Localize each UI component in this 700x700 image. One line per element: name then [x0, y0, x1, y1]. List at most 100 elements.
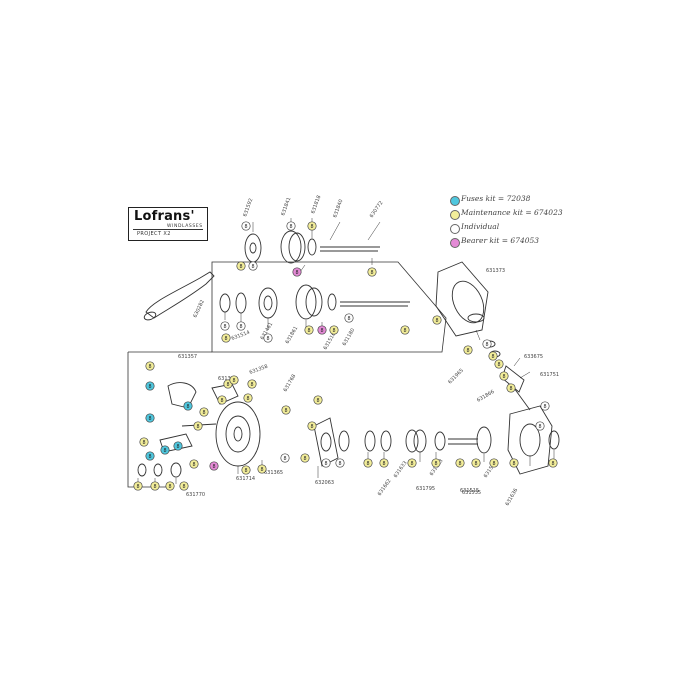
- callout-circle: [229, 375, 239, 385]
- brake-drum-hub: [233, 426, 243, 442]
- callout-circle: [179, 481, 189, 491]
- leader-lines: [137, 218, 555, 484]
- part-callout-maintenance: 8: [229, 375, 239, 385]
- callout-number: 8: [332, 328, 335, 334]
- bottom-gear: [476, 426, 492, 454]
- callout-circle: [263, 333, 273, 343]
- brake-drum-inner: [225, 415, 251, 453]
- part-callout-maintenance: 8: [431, 458, 441, 468]
- callout-circle: [321, 458, 331, 468]
- part-callout-maintenance: 8: [300, 453, 310, 463]
- part-number-label: 631535: [462, 490, 481, 496]
- callout-number: 8: [512, 461, 515, 467]
- callout-number: 8: [142, 440, 145, 446]
- legend-row-bearer: Bearer kit = 674053: [448, 235, 588, 249]
- callout-circle: [317, 325, 327, 335]
- motor-flange: [467, 313, 485, 323]
- part-callout-maintenance: 8: [548, 458, 558, 468]
- part-callout-maintenance: 8: [379, 458, 389, 468]
- callout-circle: [220, 321, 230, 331]
- callout-number: 8: [509, 386, 512, 392]
- part-callout-maintenance: 8: [488, 351, 498, 361]
- callout-number: 8: [148, 454, 151, 460]
- brand-logo: Lofrans': [134, 209, 195, 224]
- callout-circle: [535, 421, 545, 431]
- callout-circle: [304, 325, 314, 335]
- part-callout-individual: 8: [248, 261, 258, 271]
- mid-bearing-inner: [263, 295, 273, 311]
- part-callout-maintenance: 8: [367, 267, 377, 277]
- part-callout-fuse: 8: [145, 381, 155, 391]
- part-callout-maintenance: 8: [463, 345, 473, 355]
- top-disc: [244, 233, 262, 263]
- part-callout-individual: 8: [286, 221, 296, 231]
- callout-number: 8: [226, 382, 229, 388]
- mid-washer-c: [327, 293, 337, 311]
- part-callout-individual: 8: [263, 333, 273, 343]
- legend-label: Bearer kit = 674053: [461, 236, 540, 245]
- callout-number: 8: [538, 424, 541, 430]
- part-callout-individual: 8: [344, 313, 354, 323]
- callout-number: 8: [148, 384, 151, 390]
- callout-number: 8: [153, 484, 156, 490]
- part-callout-maintenance: 8: [313, 395, 323, 405]
- bottom-ring-d: [405, 429, 419, 453]
- part-number-label: 631714: [236, 476, 255, 482]
- bottom-ring-a: [338, 430, 350, 452]
- legend-swatch: [450, 238, 460, 248]
- part-callout-maintenance: 8: [400, 325, 410, 335]
- callout-number: 8: [220, 398, 223, 404]
- upper-frame-outline: [211, 261, 447, 353]
- part-callout-maintenance: 8: [217, 395, 227, 405]
- legend-swatch: [450, 210, 460, 220]
- part-callout-individual: 8: [220, 321, 230, 331]
- part-number-label: 630772: [369, 200, 385, 219]
- callout-circle: [248, 261, 258, 271]
- callout-number: 8: [250, 382, 253, 388]
- callout-circle: [173, 441, 183, 451]
- bottom-ring-e: [413, 429, 427, 453]
- part-number-label: 631768: [283, 373, 298, 393]
- part-number-label: 631362: [218, 376, 237, 382]
- callout-number: 8: [244, 224, 247, 230]
- callout-circle: [145, 451, 155, 461]
- brake-drum: [215, 401, 261, 467]
- callout-number: 8: [551, 461, 554, 467]
- part-callout-maintenance: 8: [455, 458, 465, 468]
- part-number-label: 631514: [231, 330, 251, 342]
- callout-number: 8: [295, 270, 298, 276]
- callout-number: 8: [485, 342, 488, 348]
- callout-number: 8: [492, 461, 495, 467]
- part-number-label: 631592: [242, 198, 254, 218]
- part-number-label: 631751: [540, 372, 559, 378]
- callout-circle: [221, 333, 231, 343]
- kit-legend: Fuses kit = 72038 Maintenance kit = 6740…: [448, 193, 588, 249]
- part-number-label: 631636: [505, 487, 520, 507]
- gearbox-housing: [507, 405, 553, 475]
- legend-row-fuses: Fuses kit = 72038: [448, 193, 588, 207]
- bottom-ring-f: [434, 431, 446, 451]
- callout-circle: [313, 395, 323, 405]
- part-callout-bearer: 8: [317, 325, 327, 335]
- part-callout-maintenance: 8: [281, 405, 291, 415]
- part-callout-maintenance: 8: [179, 481, 189, 491]
- part-callout-bearer: 8: [209, 461, 219, 471]
- callout-number: 8: [434, 461, 437, 467]
- callout-circle: [133, 481, 143, 491]
- part-callout-fuse: 8: [160, 445, 170, 455]
- part-callout-maintenance: 8: [165, 481, 175, 491]
- part-callout-maintenance: 8: [189, 459, 199, 469]
- callout-number: 8: [307, 328, 310, 334]
- part-number-label: 631662: [377, 478, 393, 497]
- callout-circle: [209, 461, 219, 471]
- callout-number: 8: [410, 461, 413, 467]
- callout-circle: [241, 221, 251, 231]
- part-callout-maintenance: 8: [506, 383, 516, 393]
- part-callout-bearer: 8: [292, 267, 302, 277]
- part-callout-fuse: 8: [145, 451, 155, 461]
- callout-circle: [286, 221, 296, 231]
- gear-shaft-rod: [513, 387, 531, 411]
- mid-washer-a: [219, 293, 231, 313]
- callout-circle: [482, 339, 492, 349]
